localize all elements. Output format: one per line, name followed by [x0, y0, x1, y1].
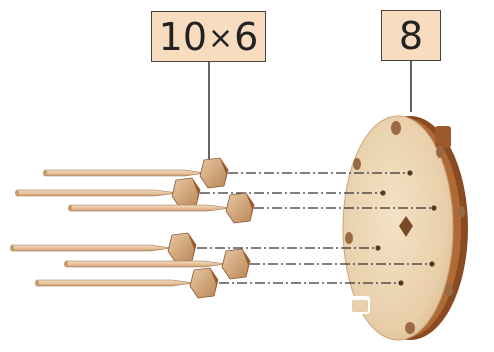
disc-quantity-label: 8	[381, 10, 441, 61]
peg-6	[35, 267, 219, 299]
hex-nut-icon	[225, 192, 255, 224]
pegs-count: 10	[158, 14, 208, 59]
times-sign: ×	[208, 20, 234, 56]
peg-1	[43, 157, 229, 189]
hex-nut-icon	[189, 267, 219, 299]
pegs-qty: 6	[234, 14, 259, 59]
hex-nut-icon	[171, 177, 201, 209]
peg-2	[15, 177, 201, 209]
hex-nut-icon	[167, 232, 197, 264]
peg-4	[10, 232, 197, 264]
hex-nut-icon	[221, 248, 251, 280]
disc-icon	[342, 115, 468, 341]
disc-qty: 8	[398, 13, 424, 58]
peg-3	[68, 192, 255, 224]
peg-5	[64, 248, 251, 280]
pegs-quantity-label: 10×6	[151, 11, 266, 62]
hex-nut-icon	[199, 157, 229, 189]
